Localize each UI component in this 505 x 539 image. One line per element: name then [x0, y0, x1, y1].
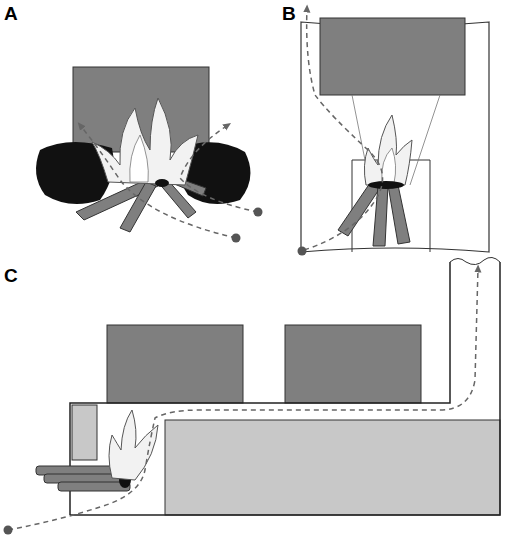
panel-letter: A	[4, 4, 18, 23]
panel-letter: B	[282, 4, 296, 23]
chimney-stove	[4, 257, 501, 534]
panel-letter: C	[4, 266, 18, 285]
shielded-fire	[298, 8, 490, 256]
three-stone-fire	[36, 67, 263, 243]
